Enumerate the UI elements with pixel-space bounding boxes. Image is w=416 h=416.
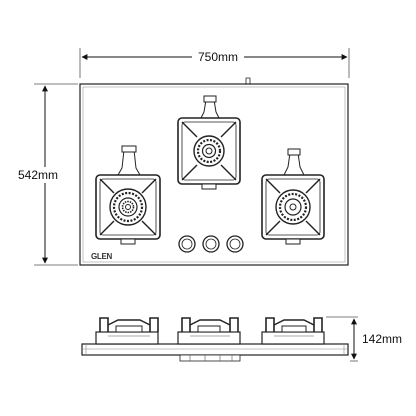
height-dimension: 142mm (326, 316, 402, 362)
side-burner-right (261, 317, 325, 345)
side-burner-left (95, 317, 159, 345)
width-dimension: 750mm (79, 48, 350, 78)
burner-right (261, 148, 325, 245)
width-label: 750mm (198, 50, 238, 64)
height-label: 142mm (362, 332, 402, 346)
hob-side-view (81, 317, 349, 362)
knob-1 (178, 235, 196, 253)
hob-top-view: GLEN (79, 77, 349, 266)
burner-left (95, 145, 161, 245)
brand-logo: GLEN (91, 252, 113, 261)
control-knobs (178, 235, 244, 253)
depth-dimension: 542mm (8, 83, 78, 266)
knob-3 (226, 235, 244, 253)
depth-label: 542mm (18, 168, 58, 182)
side-burner-center (177, 317, 241, 345)
knob-2 (202, 235, 220, 253)
burner-center (177, 95, 241, 190)
